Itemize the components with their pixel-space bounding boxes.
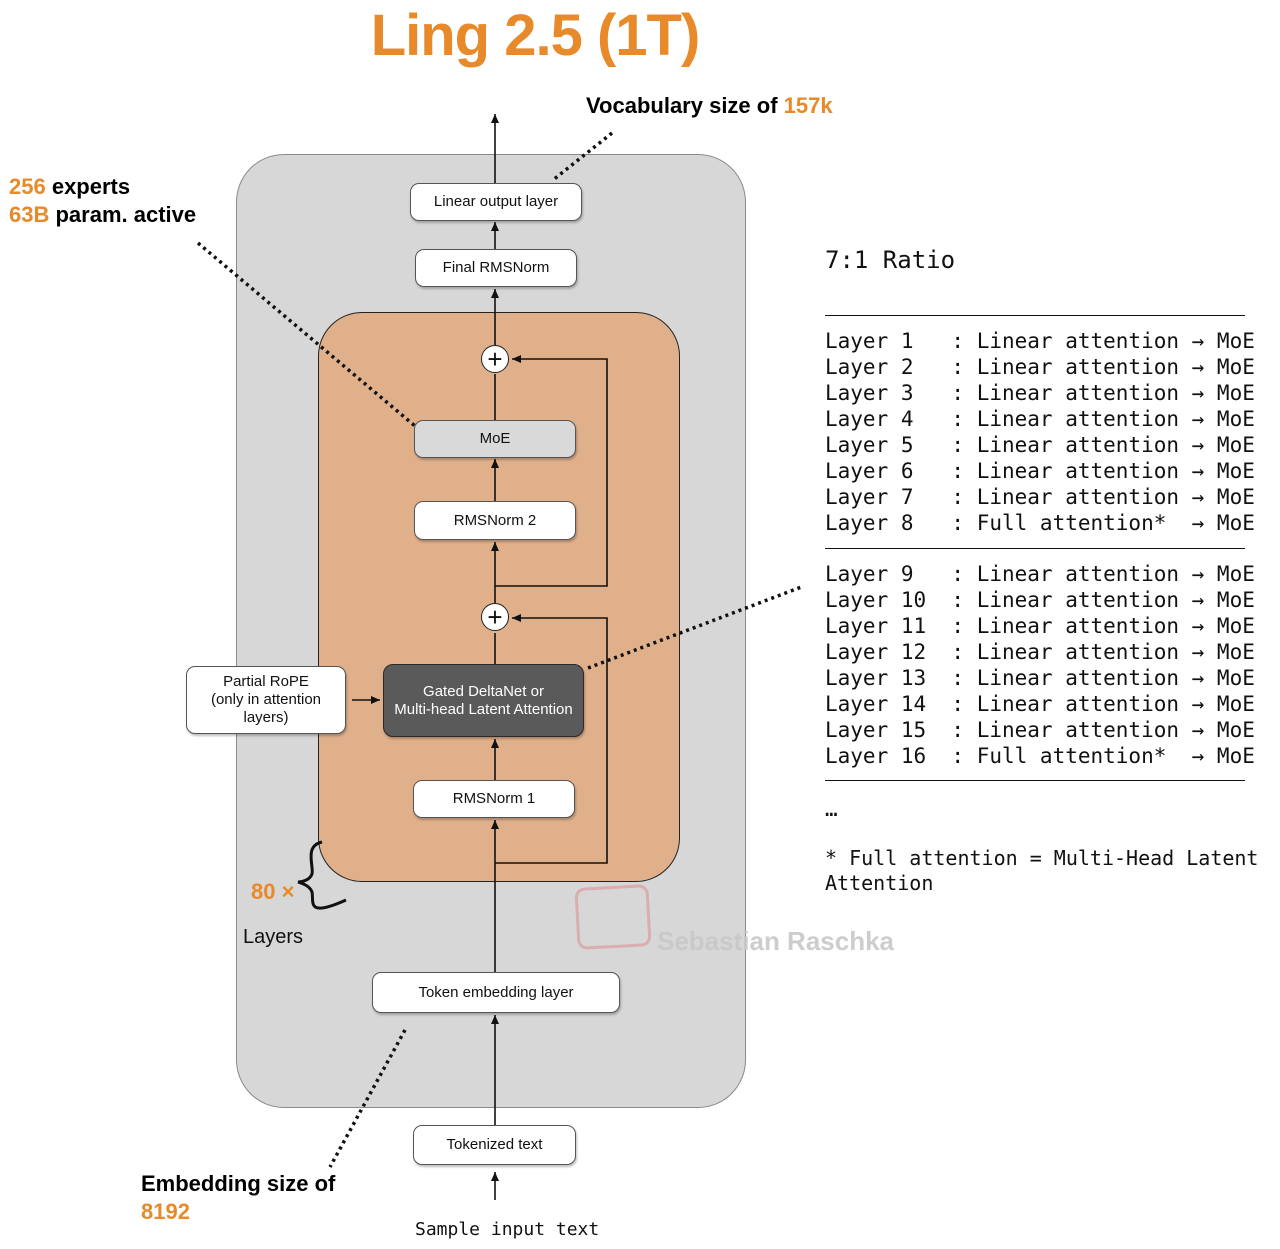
attention-block: Gated DeltaNet or Multi-head Latent Atte… xyxy=(383,664,584,737)
schedule-row: Layer 10 : Linear attention → MoE xyxy=(825,588,1255,612)
schedule-row: Layer 6 : Linear attention → MoE xyxy=(825,459,1255,483)
schedule-divider-top xyxy=(825,315,1245,316)
vocab-annotation: Vocabulary size of 157k xyxy=(586,92,833,120)
repeat-count: 80 × xyxy=(251,879,295,904)
vocab-value: 157k xyxy=(783,93,833,118)
linear-output-label: Linear output layer xyxy=(433,193,559,210)
schedule-group-2: Layer 9 : Linear attention → MoE Layer 1… xyxy=(825,561,1255,769)
schedule-footnote: * Full attention = Multi-Head Latent Att… xyxy=(825,846,1258,896)
final-rmsnorm: Final RMSNorm xyxy=(415,249,577,287)
embedding-label: Embedding size of xyxy=(141,1171,336,1196)
experts-value: 256 xyxy=(9,174,46,199)
watermark: Sebastian Raschka xyxy=(657,926,895,956)
diagram-title: Ling 2.5 (1T) xyxy=(370,3,701,68)
linear-output-layer: Linear output layer xyxy=(410,183,582,221)
schedule-row: Layer 12 : Linear attention → MoE xyxy=(825,640,1255,664)
schedule-row: Layer 5 : Linear attention → MoE xyxy=(825,433,1255,457)
rope-label-line1: Partial RoPE xyxy=(223,673,309,690)
moe-label: MoE xyxy=(479,430,511,447)
sample-input-text: Sample input text xyxy=(415,1219,600,1240)
schedule-heading: 7:1 Ratio xyxy=(825,246,956,274)
attention-label-line1: Gated DeltaNet or xyxy=(423,682,544,700)
experts-annotation: 256 experts 63B param. active xyxy=(9,173,196,229)
schedule-row: Layer 9 : Linear attention → MoE xyxy=(825,562,1255,586)
rope-label-line3: layers) xyxy=(243,709,289,726)
schedule-row: Layer 16 : Full attention* → MoE xyxy=(825,744,1255,768)
residual-add-2-icon: + xyxy=(481,345,509,373)
partial-rope-block: Partial RoPE (only in attention layers) xyxy=(186,666,346,734)
footnote-line-2: Attention xyxy=(825,871,934,895)
tokenized-text-label: Tokenized text xyxy=(446,1136,543,1153)
rmsnorm-2: RMSNorm 2 xyxy=(414,501,576,540)
embedding-annotation: Embedding size of 8192 xyxy=(141,1170,335,1226)
active-params-value: 63B xyxy=(9,202,50,227)
schedule-row: Layer 8 : Full attention* → MoE xyxy=(825,511,1255,535)
final-rmsnorm-label: Final RMSNorm xyxy=(442,259,550,276)
rope-label-line2: (only in attention xyxy=(210,691,322,708)
schedule-row: Layer 7 : Linear attention → MoE xyxy=(825,485,1255,509)
token-embedding-label: Token embedding layer xyxy=(418,983,574,1001)
schedule-divider-bottom xyxy=(825,780,1245,781)
schedule-row: Layer 15 : Linear attention → MoE xyxy=(825,718,1255,742)
rmsnorm-1: RMSNorm 1 xyxy=(413,780,575,818)
residual-add-1-icon: + xyxy=(481,603,509,631)
schedule-row: Layer 13 : Linear attention → MoE xyxy=(825,666,1255,690)
footnote-line-1: * Full attention = Multi-Head Latent xyxy=(825,846,1259,870)
schedule-row: Layer 14 : Linear attention → MoE xyxy=(825,692,1255,716)
schedule-row: Layer 11 : Linear attention → MoE xyxy=(825,614,1255,638)
moe-block: MoE xyxy=(414,420,576,458)
schedule-row: Layer 3 : Linear attention → MoE xyxy=(825,381,1255,405)
rmsnorm-2-label: RMSNorm 2 xyxy=(453,511,537,529)
schedule-row: Layer 1 : Linear attention → MoE xyxy=(825,329,1255,353)
experts-label: experts xyxy=(45,174,131,199)
schedule-ellipsis: … xyxy=(825,797,838,821)
schedule-group-1: Layer 1 : Linear attention → MoE Layer 2… xyxy=(825,328,1255,536)
rmsnorm-1-label: RMSNorm 1 xyxy=(452,790,536,807)
schedule-divider-middle xyxy=(825,548,1245,549)
active-params-label: param. active xyxy=(49,202,197,227)
embedding-value: 8192 xyxy=(141,1199,190,1224)
repeat-label: Layers xyxy=(243,926,304,948)
schedule-row: Layer 4 : Linear attention → MoE xyxy=(825,407,1255,431)
attention-label-line2: Multi-head Latent Attention xyxy=(394,700,573,718)
token-embedding-layer: Token embedding layer xyxy=(372,972,620,1013)
schedule-row: Layer 2 : Linear attention → MoE xyxy=(825,355,1255,379)
vocab-prefix: Vocabulary size of xyxy=(586,93,784,118)
watermark-stamp-icon xyxy=(574,884,652,950)
tokenized-text-block: Tokenized text xyxy=(413,1125,576,1165)
